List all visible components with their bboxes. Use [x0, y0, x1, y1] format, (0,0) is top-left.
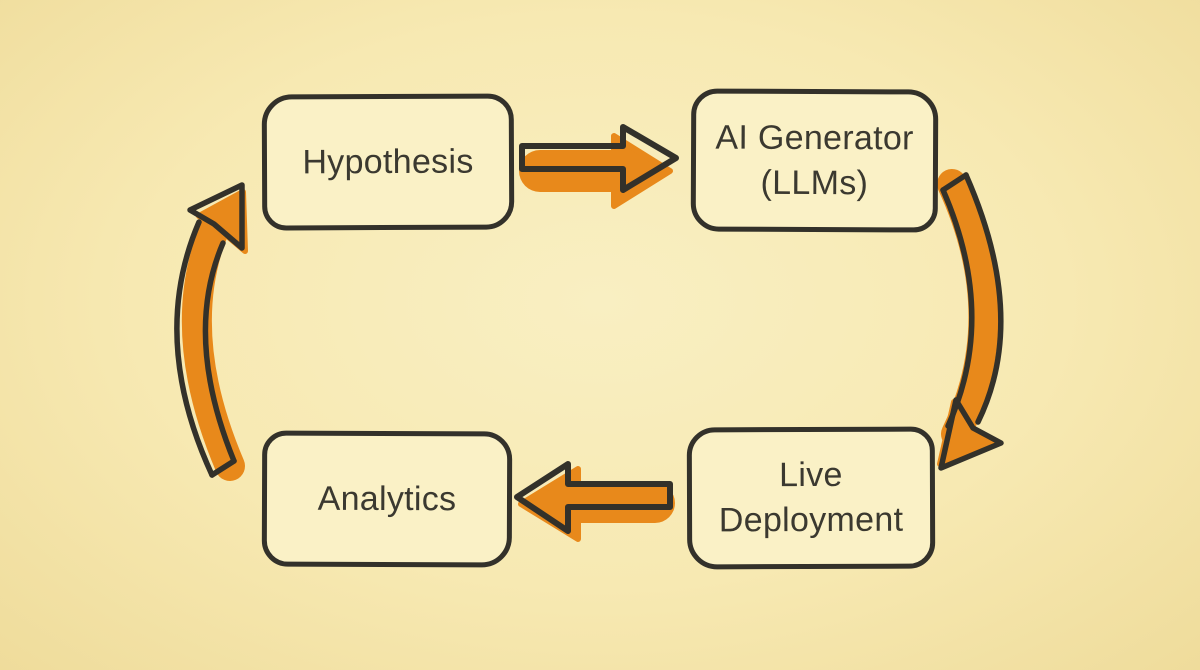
arrow-ai-generator-to-live-deployment	[937, 169, 1004, 471]
node-live-deployment-label: Live Deployment	[718, 456, 904, 540]
node-analytics: Analytics	[261, 430, 513, 568]
node-live-deployment: Live Deployment	[686, 426, 936, 570]
node-analytics-label: Analytics	[317, 479, 457, 518]
arrow-analytics-to-hypothesis	[174, 182, 248, 481]
arrow-hypothesis-to-ai-generator	[519, 124, 679, 209]
node-ai-generator-label: AI Generator (LLMs)	[715, 118, 914, 202]
node-ai-generator: AI Generator (LLMs)	[690, 88, 939, 233]
node-hypothesis-label: Hypothesis	[302, 142, 474, 181]
arrow-live-deployment-to-analytics	[514, 461, 675, 542]
node-hypothesis: Hypothesis	[261, 93, 515, 231]
